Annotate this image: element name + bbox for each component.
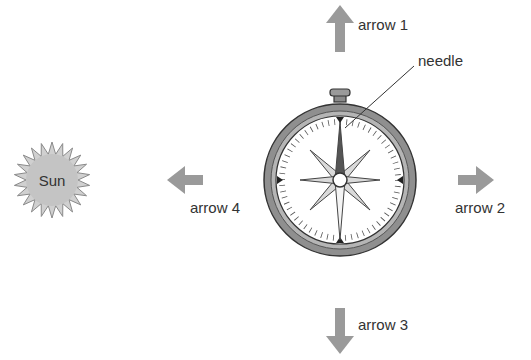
direction-arrow (326, 308, 354, 354)
sun-shape: Sun (12, 140, 92, 220)
sun-rays (14, 142, 89, 218)
arrow-label: arrow 4 (190, 199, 240, 217)
callout-label: needle (418, 52, 463, 70)
arrow-label: arrow 1 (358, 16, 408, 34)
compass-body (264, 89, 416, 256)
arrow-label: arrow 2 (455, 199, 505, 217)
sun-label: Sun (39, 172, 66, 189)
compass-needle (300, 122, 380, 240)
direction-arrow (458, 166, 494, 194)
sun-disc (26, 154, 78, 206)
leader-line (345, 66, 414, 128)
direction-arrow (326, 5, 354, 52)
arrow-label: arrow 3 (358, 316, 408, 334)
direction-arrow (167, 166, 203, 194)
